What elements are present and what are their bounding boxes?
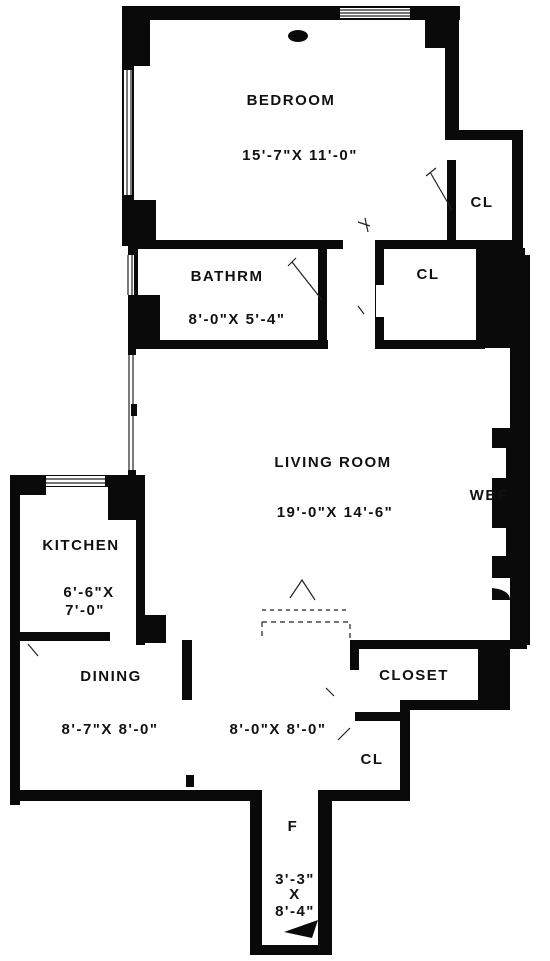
dining-walls bbox=[10, 640, 410, 801]
kitchen-label: KITCHEN bbox=[42, 537, 119, 554]
kitchen-dimensions-line1: 6'-6"X bbox=[63, 584, 114, 601]
foyer-dimensions-line2: X bbox=[289, 886, 301, 903]
dining-dimensions: 8'-7"X 8'-0" bbox=[62, 721, 159, 738]
living-left-wall bbox=[127, 349, 527, 649]
bedroom-label: BEDROOM bbox=[247, 92, 336, 109]
bedroom-walls bbox=[122, 6, 523, 249]
bath-closet-label: CL bbox=[417, 266, 440, 283]
closet-label: CLOSET bbox=[379, 667, 449, 684]
bed-closet-door bbox=[429, 171, 453, 211]
hall-dimensions: 8'-0"X 8'-0" bbox=[230, 721, 327, 738]
bed-closet-label: CL bbox=[471, 194, 494, 211]
center-closet-walls bbox=[375, 249, 485, 349]
closet-walls bbox=[350, 640, 510, 800]
foyer-dimensions-line3: 8'-4" bbox=[275, 903, 315, 920]
bathroom-walls bbox=[126, 249, 328, 349]
living-right-wall bbox=[480, 248, 530, 645]
living-room-dimensions: 19'-0"X 14'-6" bbox=[277, 504, 394, 521]
foyer-label: F bbox=[288, 818, 299, 835]
bathroom-dimensions: 8'-0"X 5'-4" bbox=[189, 311, 286, 328]
kitchen-dimensions-line2: 7'-0" bbox=[65, 602, 105, 619]
hall-closet-label: CL bbox=[361, 751, 384, 768]
bedroom-dimensions: 15'-7"X 11'-0" bbox=[242, 147, 358, 164]
dining-label: DINING bbox=[80, 668, 142, 685]
fireplace-label: WBF bbox=[470, 487, 509, 504]
living-room-label: LIVING ROOM bbox=[274, 454, 391, 471]
kitchen-walls bbox=[10, 475, 166, 805]
bathroom-label: BATHRM bbox=[191, 268, 264, 285]
foyer-entry-arrow bbox=[284, 920, 318, 938]
foyer-walls bbox=[250, 790, 332, 955]
foyer-dimensions-line1: 3'-3" bbox=[275, 871, 315, 888]
